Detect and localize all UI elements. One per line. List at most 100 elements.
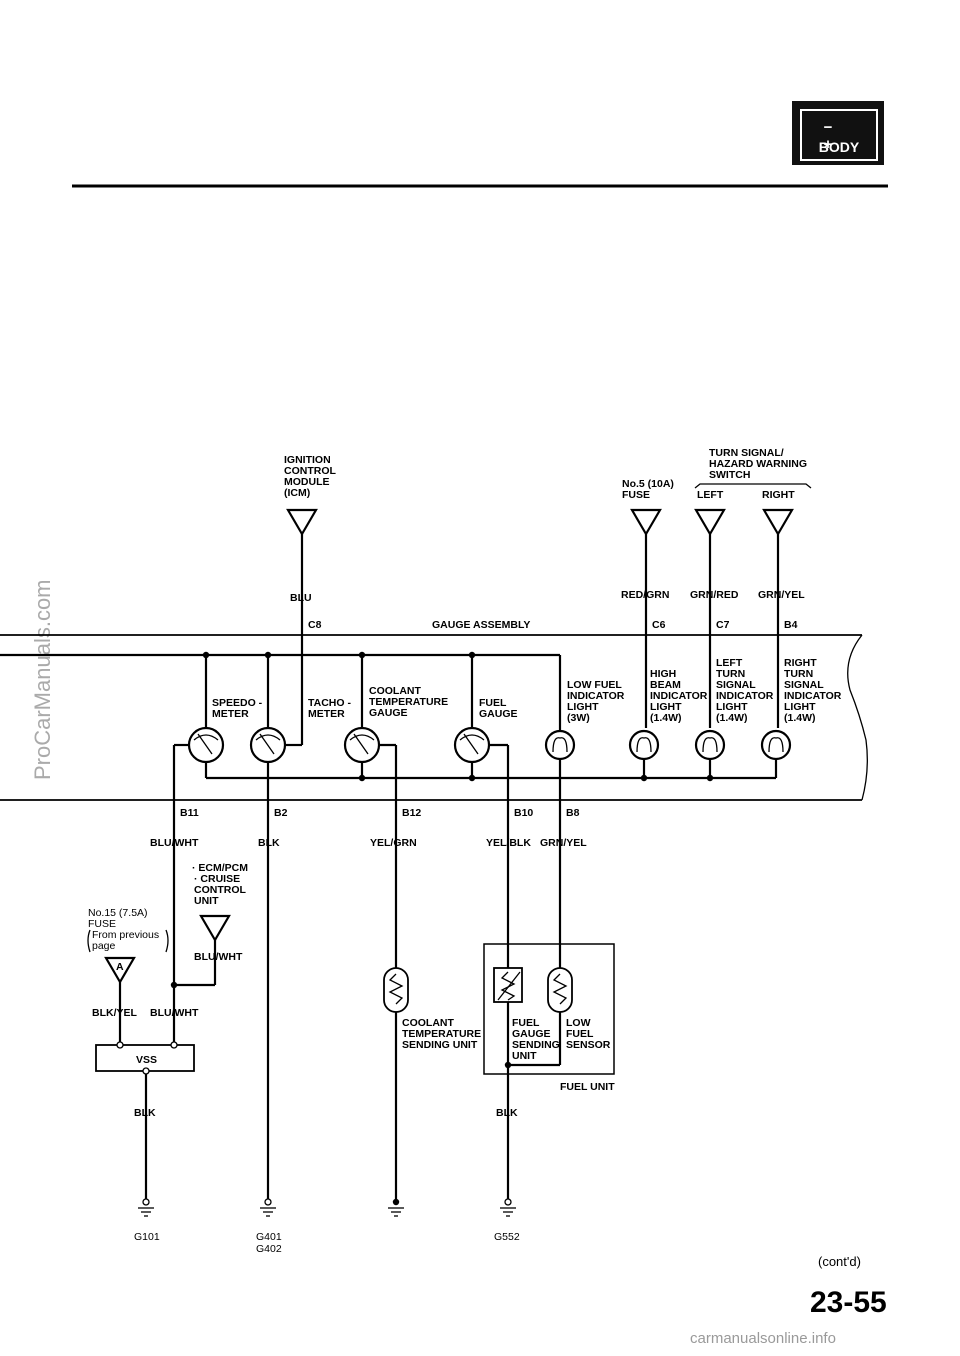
svg-text:No.5 (10A): No.5 (10A) [622, 478, 674, 490]
svg-text:METER: METER [212, 708, 249, 720]
svg-text:LOW FUEL: LOW FUEL [567, 679, 622, 691]
svg-text:· ECM/PCM: · ECM/PCM [192, 862, 248, 874]
svg-text:LIGHT: LIGHT [716, 701, 748, 713]
svg-text:TURN: TURN [716, 668, 745, 680]
svg-text:(3W): (3W) [567, 712, 590, 724]
continued-note: (cont'd) [818, 1254, 861, 1269]
wire-blu-wht-3: BLU/WHT [150, 1007, 199, 1019]
ground-g401-icon [260, 1198, 276, 1217]
coolant-sender-label: COOLANT TEMPERATURE SENDING UNIT [402, 1017, 481, 1051]
svg-text:TEMPERATURE: TEMPERATURE [369, 696, 448, 708]
coolant-gauge-icon [343, 726, 381, 764]
fuel-unit-box: FUEL UNIT [483, 943, 615, 1093]
svg-text:SIGNAL: SIGNAL [784, 679, 824, 691]
left-turn-light-label: LEFT TURN SIGNAL INDICATOR LIGHT (1.4W) [716, 657, 774, 724]
wire-yel-blk: YEL/BLK [486, 837, 531, 849]
turn-switch-label: TURN SIGNAL/ HAZARD WARNING SWITCH LEFT … [694, 447, 812, 501]
svg-text:From previous: From previous [92, 929, 159, 941]
ground-g401-label: G401 [256, 1231, 282, 1243]
svg-text:HAZARD WARNING: HAZARD WARNING [709, 458, 807, 470]
svg-text:TEMPERATURE: TEMPERATURE [402, 1028, 481, 1040]
svg-text:RIGHT: RIGHT [762, 489, 795, 501]
svg-text:· CRUISE: · CRUISE [194, 873, 240, 885]
ecm-label: · ECM/PCM · CRUISE CONTROL UNIT [192, 862, 248, 907]
fuel-sender-label: FUEL GAUGE SENDING UNIT [512, 1017, 560, 1062]
top-wires [300, 534, 780, 728]
fuel-unit-label: FUEL UNIT [560, 1081, 615, 1093]
speedo-label: SPEEDO - METER [212, 697, 263, 720]
svg-text:LOW: LOW [566, 1017, 591, 1029]
vss-box: VSS [95, 1041, 195, 1075]
ground-g101-label: G101 [134, 1231, 160, 1243]
ground-g101-icon [138, 1198, 154, 1217]
battery-icon: − + BODY [800, 109, 878, 161]
tachometer-gauge-icon [249, 726, 287, 764]
vss-label: VSS [136, 1054, 157, 1066]
svg-text:INDICATOR: INDICATOR [784, 690, 842, 702]
conn-b10: B10 [514, 807, 533, 819]
fuel-gauge-icon [453, 726, 491, 764]
wire-blu-wht: BLU/WHT [150, 837, 199, 849]
ground-g552-label: G552 [494, 1231, 520, 1243]
high-beam-bulb-icon [628, 729, 660, 761]
coolant-sender-icon [383, 967, 409, 1013]
svg-text:CONTROL: CONTROL [194, 884, 246, 896]
svg-text:INDICATOR: INDICATOR [567, 690, 625, 702]
footer-watermark: carmanualsonline.info [690, 1330, 836, 1347]
svg-text:LEFT: LEFT [716, 657, 743, 669]
svg-text:TACHO -: TACHO - [308, 697, 351, 709]
svg-text:FUEL: FUEL [512, 1017, 540, 1029]
high-beam-light-label: HIGH BEAM INDICATOR LIGHT (1.4W) [650, 668, 708, 724]
conn-c7: C7 [716, 619, 730, 631]
svg-text:FUEL: FUEL [479, 697, 507, 709]
input-triangles [286, 508, 794, 537]
body-badge: − + BODY [792, 101, 884, 165]
svg-text:METER: METER [308, 708, 345, 720]
svg-text:LIGHT: LIGHT [784, 701, 816, 713]
conn-c8: C8 [308, 619, 322, 631]
ground-coolant-icon [388, 1198, 404, 1217]
ground-g402-label: G402 [256, 1243, 282, 1255]
svg-text:FUSE: FUSE [88, 918, 116, 930]
svg-text:FUSE: FUSE [622, 489, 650, 501]
svg-text:(1.4W): (1.4W) [784, 712, 816, 724]
low-fuel-sensor-label: LOW FUEL SENSOR [566, 1017, 611, 1051]
tacho-label: TACHO - METER [308, 697, 351, 720]
wire-red-grn: RED/GRN [621, 589, 669, 601]
internal-bus [0, 651, 778, 1200]
conn-c6: C6 [652, 619, 666, 631]
wire-blk-vss: BLK [134, 1107, 156, 1119]
svg-text:LIGHT: LIGHT [650, 701, 682, 713]
svg-text:SENSOR: SENSOR [566, 1039, 611, 1051]
svg-text:LEFT: LEFT [697, 489, 724, 501]
fuse15-label: No.15 (7.5A) FUSE From previous page [87, 907, 169, 953]
svg-text:SENDING UNIT: SENDING UNIT [402, 1039, 478, 1051]
svg-text:SENDING: SENDING [512, 1039, 560, 1051]
fuel-sender-resistor-icon [493, 967, 523, 1003]
wire-grn-red: GRN/RED [690, 589, 739, 601]
svg-text:CONTROL: CONTROL [284, 465, 336, 477]
svg-text:BEAM: BEAM [650, 679, 681, 691]
conn-b4: B4 [784, 619, 798, 631]
svg-text:RIGHT: RIGHT [784, 657, 817, 669]
wire-blk-fuel: BLK [496, 1107, 518, 1119]
conn-b8: B8 [566, 807, 580, 819]
low-fuel-bulb-icon [544, 729, 576, 761]
conn-b12: B12 [402, 807, 421, 819]
svg-text:UNIT: UNIT [194, 895, 219, 907]
svg-text:COOLANT: COOLANT [402, 1017, 454, 1029]
svg-text:No.15 (7.5A): No.15 (7.5A) [88, 907, 148, 919]
svg-text:SWITCH: SWITCH [709, 469, 750, 481]
fuse15-marker: A [116, 961, 124, 973]
svg-text:SPEEDO -: SPEEDO - [212, 697, 263, 709]
svg-text:UNIT: UNIT [512, 1050, 537, 1062]
ecm-triangle [199, 914, 231, 943]
svg-text:TURN SIGNAL/: TURN SIGNAL/ [709, 447, 784, 459]
wire-blu: BLU [290, 592, 312, 604]
gauge-assembly-title: GAUGE ASSEMBLY [432, 619, 530, 631]
wire-blk-b2: BLK [258, 837, 280, 849]
svg-text:IGNITION: IGNITION [284, 454, 331, 466]
fuel-gauge-label: FUEL GAUGE [479, 697, 518, 720]
wire-blk-yel: BLK/YEL [92, 1007, 138, 1019]
